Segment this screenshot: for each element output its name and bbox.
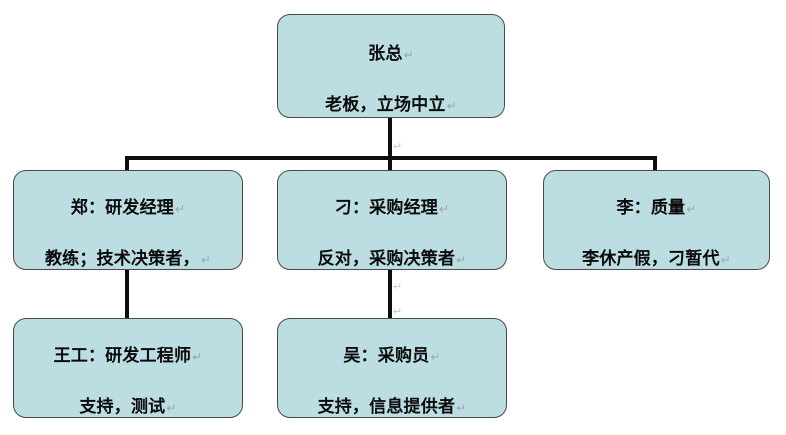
- node-diao[interactable]: 刁：采购经理↵ 反对，采购决策者↵: [277, 170, 507, 270]
- node-zhang-zong[interactable]: 张总↵ 老板，立场中立↵: [277, 14, 505, 118]
- paragraph-mark-icon: ↵: [438, 202, 450, 216]
- node-li-subtitle: 李休产假，刁暂代↵: [582, 249, 731, 268]
- node-diao-title: 刁：采购经理↵: [334, 198, 450, 217]
- node-li[interactable]: 李：质量↵ 李休产假，刁暂代↵: [543, 170, 770, 270]
- node-wu-title: 吴：采购员↵: [343, 346, 441, 365]
- node-zheng-subtitle: 教练；技术决策者，↵: [44, 249, 212, 268]
- paragraph-mark-stray-3: ↵: [393, 306, 403, 318]
- node-zheng[interactable]: 郑：研发经理↵ 教练；技术决策者，↵: [13, 170, 243, 270]
- node-wu[interactable]: 吴：采购员↵ 支持，信息提供者↵: [277, 318, 507, 418]
- paragraph-mark-icon: ↵: [166, 401, 177, 415]
- paragraph-mark-icon: ↵: [403, 48, 414, 62]
- node-zheng-title: 郑：研发经理↵: [70, 198, 186, 217]
- paragraph-mark-stray-2: ↵: [393, 281, 403, 293]
- paragraph-mark-icon: ↵: [720, 253, 731, 267]
- connector-root-stem: [388, 118, 392, 160]
- paragraph-mark-icon: ↵: [430, 350, 441, 364]
- paragraph-mark-stray-1: ↵: [393, 141, 403, 153]
- paragraph-mark-icon: ↵: [446, 99, 457, 113]
- connector-zheng-to-wang: [125, 268, 129, 320]
- node-wang-gong[interactable]: 王工：研发工程师↵ 支持，测试↵: [13, 318, 243, 418]
- paragraph-mark-icon: ↵: [192, 350, 203, 364]
- connector-diao-to-wu: [388, 268, 392, 320]
- node-diao-subtitle: 反对，采购决策者↵: [317, 249, 467, 268]
- node-wu-subtitle: 支持，信息提供者↵: [317, 397, 467, 416]
- paragraph-mark-icon: ↵: [456, 401, 467, 415]
- connector-bus-to-diao: [388, 156, 392, 172]
- paragraph-mark-icon: ↵: [456, 253, 467, 267]
- node-wang-gong-title: 王工：研发工程师↵: [53, 346, 203, 365]
- connector-bus-to-zheng: [125, 156, 129, 172]
- node-li-title: 李：质量↵: [616, 198, 697, 217]
- connector-bus-to-li: [653, 156, 657, 172]
- node-wang-gong-subtitle: 支持，测试↵: [79, 397, 177, 416]
- node-zhang-zong-title: 张总↵: [368, 44, 414, 63]
- paragraph-mark-icon: ↵: [174, 202, 186, 216]
- paragraph-mark-icon: ↵: [686, 202, 697, 216]
- node-zhang-zong-subtitle: 老板，立场中立↵: [325, 95, 457, 114]
- paragraph-mark-icon: ↵: [200, 253, 212, 267]
